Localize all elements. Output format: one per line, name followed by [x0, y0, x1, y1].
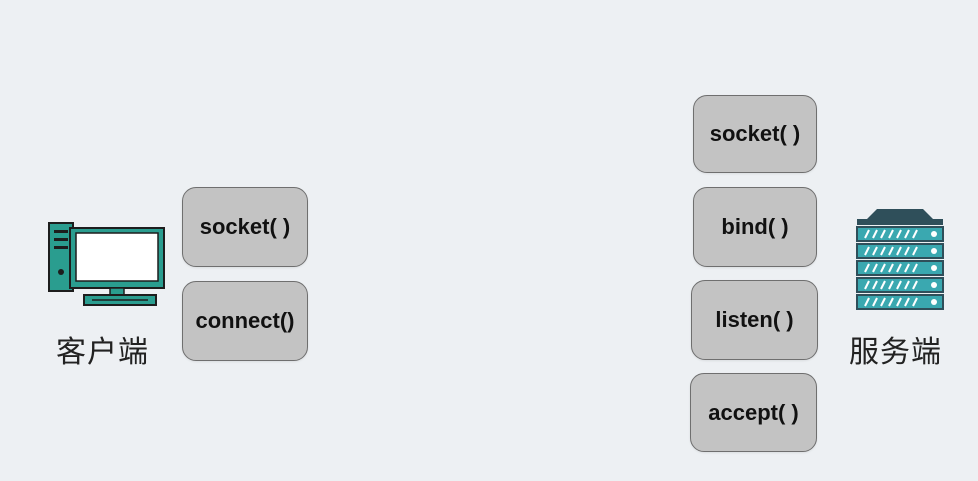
client-socket-box: socket( )	[182, 187, 308, 267]
server-vent-slot	[912, 280, 918, 290]
server-vent-slot	[888, 229, 894, 239]
server-led	[931, 231, 937, 237]
server-vent-slot	[888, 246, 894, 256]
server-vent-slot	[904, 246, 910, 256]
server-vent-slot	[864, 229, 870, 239]
server-vent-slot	[896, 246, 902, 256]
server-accept-box: accept( )	[690, 373, 817, 452]
server-vent-slot	[864, 246, 870, 256]
server-vent-slot	[872, 229, 878, 239]
server-listen-box: listen( )	[691, 280, 818, 360]
server-vent-slot	[880, 297, 886, 307]
server-vent-slot	[872, 246, 878, 256]
server-led	[931, 282, 937, 288]
server-vent-slot	[896, 297, 902, 307]
server-vent-slot	[872, 263, 878, 273]
server-vent-slot	[864, 297, 870, 307]
client-label: 客户端	[56, 335, 149, 370]
server-vent-slot	[864, 280, 870, 290]
server-vent-slot	[888, 280, 894, 290]
server-vent-slot	[880, 246, 886, 256]
server-vent-slot	[880, 229, 886, 239]
server-label: 服务端	[849, 335, 942, 370]
server-led	[931, 265, 937, 271]
server-vent-slot	[888, 297, 894, 307]
server-bind-box: bind( )	[693, 187, 817, 267]
server-vent-slot	[880, 280, 886, 290]
server-socket-box: socket( )	[693, 95, 817, 173]
desktop-computer-icon	[48, 222, 165, 306]
server-led	[931, 248, 937, 254]
server-vent-slot	[864, 263, 870, 273]
server-rack-icon	[856, 209, 944, 310]
server-vent-slot	[872, 297, 878, 307]
server-vent-slot	[904, 280, 910, 290]
server-vent-slot	[904, 263, 910, 273]
client-connect-box: connect()	[182, 281, 308, 361]
server-vent-slot	[896, 280, 902, 290]
server-vent-slot	[912, 246, 918, 256]
server-vent-slot	[888, 263, 894, 273]
server-vent-slot	[896, 263, 902, 273]
server-vent-slot	[896, 229, 902, 239]
server-vent-slot	[912, 263, 918, 273]
server-vent-slot	[872, 280, 878, 290]
server-vent-slot	[904, 297, 910, 307]
server-led	[931, 299, 937, 305]
server-vent-slot	[912, 229, 918, 239]
server-vent-slot	[904, 229, 910, 239]
server-vent-slot	[912, 297, 918, 307]
server-vent-slot	[880, 263, 886, 273]
